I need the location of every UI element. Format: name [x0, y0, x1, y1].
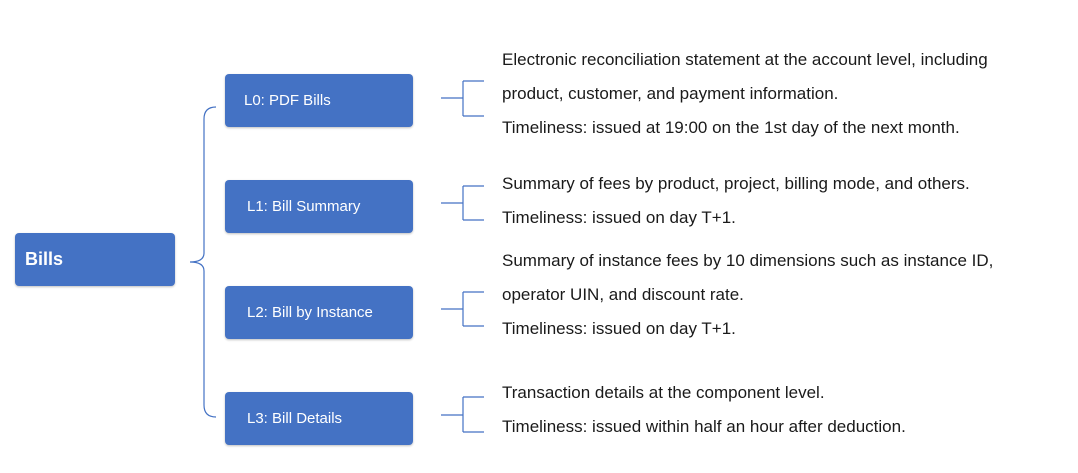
description-l3: Transaction details at the component lev…: [502, 376, 906, 444]
timeliness-line: Timeliness: issued within half an hour a…: [502, 417, 906, 436]
node-label: L3: Bill Details: [247, 410, 343, 427]
bracket-l1: [441, 185, 484, 221]
description-line: product, customer, and payment informati…: [502, 84, 839, 103]
description-line: Electronic reconciliation statement at t…: [502, 50, 988, 69]
description-line: Summary of fees by product, project, bil…: [502, 174, 970, 193]
bracket-l2: [441, 291, 484, 327]
description-l0: Electronic reconciliation statement at t…: [502, 43, 988, 145]
node-label: L1: Bill Summary: [247, 198, 361, 215]
root-node-bills: Bills: [15, 233, 175, 286]
bracket-l3: [441, 396, 484, 433]
node-label: L2: Bill by Instance: [247, 304, 373, 321]
description-line: operator UIN, and discount rate.: [502, 285, 744, 304]
timeliness-line: Timeliness: issued on day T+1.: [502, 208, 736, 227]
root-label: Bills: [25, 249, 64, 269]
node-l3-bill-details: L3: Bill Details: [225, 392, 413, 445]
root-brace: [189, 106, 217, 418]
timeliness-line: Timeliness: issued at 19:00 on the 1st d…: [502, 118, 960, 137]
node-label: L0: PDF Bills: [244, 92, 331, 109]
description-l1: Summary of fees by product, project, bil…: [502, 167, 970, 235]
node-l1-bill-summary: L1: Bill Summary: [225, 180, 413, 233]
bracket-l0: [441, 80, 484, 117]
node-l2-bill-by-instance: L2: Bill by Instance: [225, 286, 413, 339]
description-line: Transaction details at the component lev…: [502, 383, 825, 402]
description-l2: Summary of instance fees by 10 dimension…: [502, 244, 993, 346]
timeliness-line: Timeliness: issued on day T+1.: [502, 319, 736, 338]
description-line: Summary of instance fees by 10 dimension…: [502, 251, 994, 270]
node-l0-pdf-bills: L0: PDF Bills: [225, 74, 413, 127]
